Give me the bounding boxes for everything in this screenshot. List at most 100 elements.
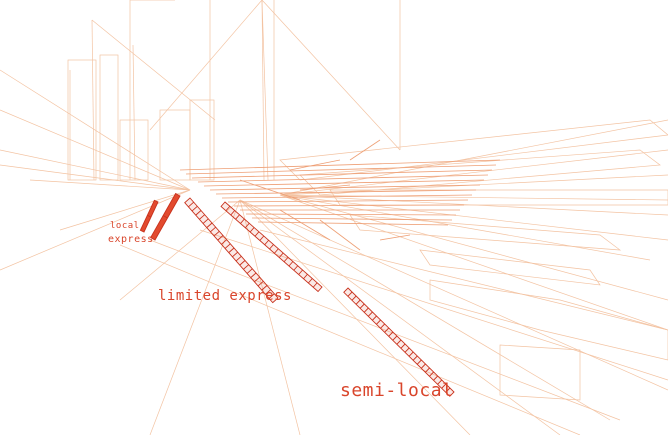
strip-semi-step-6 [367,311,373,317]
strip-limited-step-15 [239,260,246,266]
stair-6 [299,184,351,191]
strip-limited-step-10 [221,239,227,245]
stair-2 [289,159,341,171]
tower-box-a [67,59,97,181]
strip-limited-b-step-1 [225,205,231,212]
label-limited-express: limited express [158,288,292,304]
ray-right-3 [279,194,668,201]
strip-semi-step-19 [420,363,426,369]
detail-9 [233,204,465,207]
ray-right-0 [279,119,668,196]
ray-bottom-0 [149,199,241,436]
strip-limited-b-step-19 [312,282,318,288]
detail-5 [209,184,481,191]
strip-semi-step-16 [408,351,414,357]
ray-left-4 [29,179,191,191]
track-bed-2 [149,239,621,421]
stair-0 [239,179,301,201]
strip-semi-step-1 [347,291,353,297]
slab-5 [419,249,601,286]
strip-limited-step-21 [261,285,268,291]
strip-semi-step-7 [372,315,377,321]
ray-bottom-5 [239,199,668,391]
strip-limited-b-step-8 [259,235,265,241]
detail-0 [179,159,501,171]
strip-limited-b-step-12 [278,252,284,258]
strip-limited-b-step-10 [269,244,274,250]
platform-right [429,279,668,361]
ray-left-3 [0,164,191,191]
strip-limited-step-16 [243,264,249,270]
strip-limited-b-step-17 [303,273,308,280]
strip-limited-b-step-14 [288,261,294,267]
strip-limited-step-14 [235,255,242,262]
strip-limited-step-5 [202,218,209,224]
stair-3 [349,139,381,161]
ray-left-1 [0,109,191,191]
diag-tower-1 [91,19,216,121]
strip-semi-step-13 [396,339,402,345]
strip-limited-step-7 [210,226,216,233]
strip-semi-step-14 [400,343,406,349]
tower-box-c [119,119,149,181]
strip-semi-step-18 [416,359,422,365]
strip-limited-step-19 [254,276,260,283]
strip-limited-step-18 [250,272,257,278]
strip-semi-step-25 [445,387,451,393]
strip-limited-step-3 [195,210,202,216]
strip-limited-step-1 [188,201,194,208]
ray-right-5 [279,194,668,241]
ray-left-0 [0,69,191,191]
strip-limited-step-20 [257,280,264,287]
strip-semi-step-12 [392,335,398,341]
stair-5 [379,234,411,241]
strip-semi-step-10 [384,327,390,333]
ray-bottom-2 [239,199,471,436]
strip-limited-b-step-9 [264,239,269,246]
detail-2 [191,169,493,179]
diag-roof-1 [261,0,401,151]
track-bed-1 [119,244,581,436]
stair-4 [319,219,361,251]
detail-11 [245,213,457,216]
strip-semi-step-22 [433,375,439,381]
strip-semi-step-20 [425,367,430,373]
slab-1 [279,119,668,181]
detail-4 [203,179,485,187]
strip-semi-step-21 [429,371,434,377]
label-local: local [110,221,140,231]
strip-limited-step-2 [191,205,198,212]
strip-limited-b-step-13 [283,256,289,263]
strip-limited-step-9 [217,235,224,241]
track-bed-4 [259,229,668,331]
strip-limited-step-23 [268,293,275,299]
detail-6 [215,189,477,195]
ray-left-2 [0,149,191,191]
strip-limited-step-22 [265,289,271,295]
ray-right-8 [279,194,668,331]
strip-semi-step-24 [441,383,447,389]
strip-semi-step-4 [359,303,365,309]
strip-semi-step-15 [404,347,410,353]
strip-limited-step-4 [199,214,205,220]
strip-limited-step-8 [213,230,220,237]
detail-7 [221,194,473,199]
strip-limited-step-6 [206,222,213,228]
ray-right-7 [279,194,668,301]
strip-semi-step-11 [388,331,394,337]
label-semi-local: semi-local [340,380,454,401]
strip-limited-b-step-2 [230,210,236,216]
ray-bottom-4 [239,199,611,421]
track-bed-3 [199,229,668,381]
ray-bottom-6 [119,199,241,301]
strip-limited-b-step-3 [235,214,240,220]
strip-limited-step-17 [246,268,253,274]
strip-limited-step-12 [228,247,235,253]
strip-semi-step-5 [363,307,369,313]
strip-limited-b-step-6 [249,227,255,233]
slab-3 [329,189,668,206]
strip-limited-b-step-4 [240,218,245,224]
strip-limited-b-step-5 [244,222,250,229]
strip-limited-b-step-7 [254,231,260,237]
